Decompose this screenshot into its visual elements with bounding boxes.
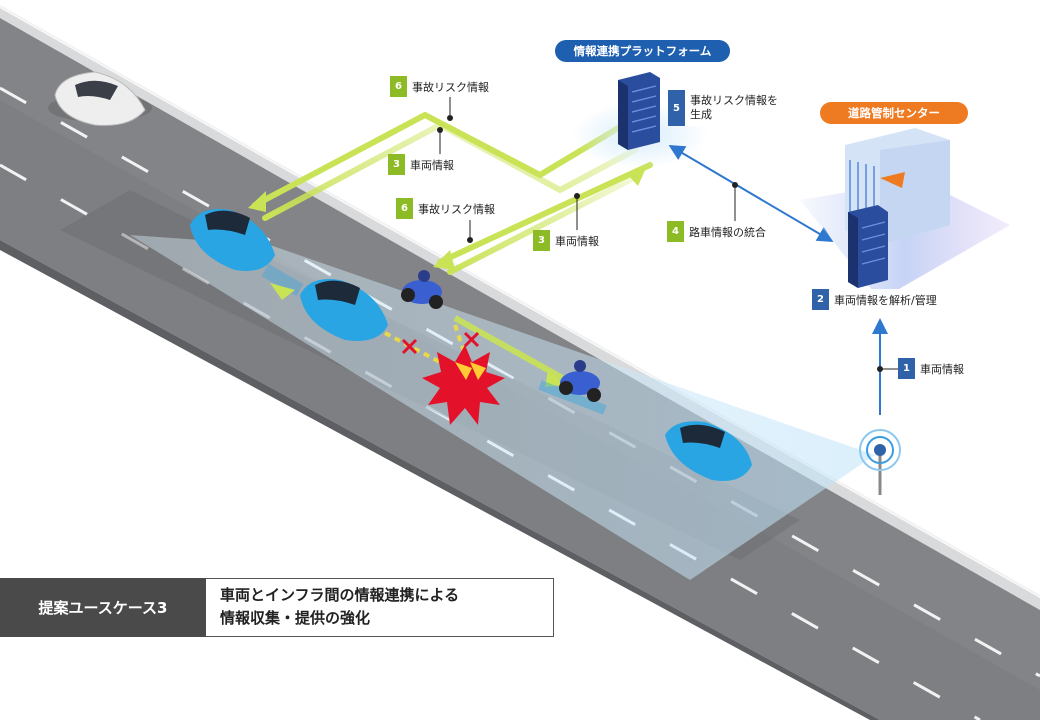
step-3-label-bottom: 3 車両情報 bbox=[533, 230, 606, 251]
step-number: 3 bbox=[533, 230, 550, 251]
step-2-label: 2 車両情報を解析/管理 bbox=[812, 289, 944, 310]
use-case-title-line-2: 情報収集・提供の強化 bbox=[220, 609, 371, 627]
step-number: 2 bbox=[812, 289, 829, 310]
step-text: 車両情報 bbox=[555, 234, 599, 248]
use-case-title: 車両とインフラ間の情報連携による 情報収集・提供の強化 bbox=[206, 578, 554, 637]
motorcycle-1 bbox=[401, 270, 443, 309]
motorcycle-2 bbox=[453, 315, 607, 415]
use-case-title-box: 提案ユースケース3 車両とインフラ間の情報連携による 情報収集・提供の強化 bbox=[0, 578, 554, 637]
cross-mark-1 bbox=[401, 338, 418, 355]
car-blue-1 bbox=[190, 209, 304, 300]
step-number: 1 bbox=[898, 358, 915, 379]
step-text: 車両情報 bbox=[920, 362, 964, 376]
step-1-label: 1 車両情報 bbox=[898, 358, 971, 379]
step-number: 3 bbox=[388, 154, 405, 175]
callout-lines bbox=[439, 95, 898, 370]
control-center bbox=[800, 128, 1010, 300]
step-5-label: 5 事故リスク情報を 生成 bbox=[668, 90, 785, 126]
step-number: 4 bbox=[667, 221, 684, 242]
step-3-label-top: 3 車両情報 bbox=[388, 154, 461, 175]
collision-burst bbox=[384, 324, 505, 425]
platform-title: 情報連携プラットフォーム bbox=[555, 40, 730, 62]
center-title: 道路管制センター bbox=[820, 102, 968, 124]
step-text: 事故リスク情報を 生成 bbox=[690, 94, 778, 121]
step-6-label-bottom: 6 事故リスク情報 bbox=[396, 198, 502, 219]
step-6-label-top: 6 事故リスク情報 bbox=[390, 76, 496, 97]
use-case-title-line-1: 車両とインフラ間の情報連携による bbox=[220, 586, 460, 604]
car-blue-3 bbox=[665, 421, 752, 481]
roadside-sensor bbox=[859, 429, 901, 495]
cross-mark-2 bbox=[463, 331, 480, 348]
step-text: 事故リスク情報 bbox=[418, 202, 495, 216]
integration-arrow bbox=[668, 144, 834, 243]
use-case-tag: 提案ユースケース3 bbox=[0, 578, 206, 637]
sensor-beam bbox=[130, 235, 875, 580]
step-text: 路車情報の統合 bbox=[689, 225, 766, 239]
step-number: 6 bbox=[396, 198, 413, 219]
step-4-label: 4 路車情報の統合 bbox=[667, 221, 773, 242]
step-number: 5 bbox=[668, 90, 685, 126]
step-text: 事故リスク情報 bbox=[412, 80, 489, 94]
step-text: 車両情報を解析/管理 bbox=[834, 293, 937, 307]
step-text: 車両情報 bbox=[410, 158, 454, 172]
car-blue-2 bbox=[300, 279, 388, 341]
car-upper bbox=[48, 71, 152, 126]
step-number: 6 bbox=[390, 76, 407, 97]
